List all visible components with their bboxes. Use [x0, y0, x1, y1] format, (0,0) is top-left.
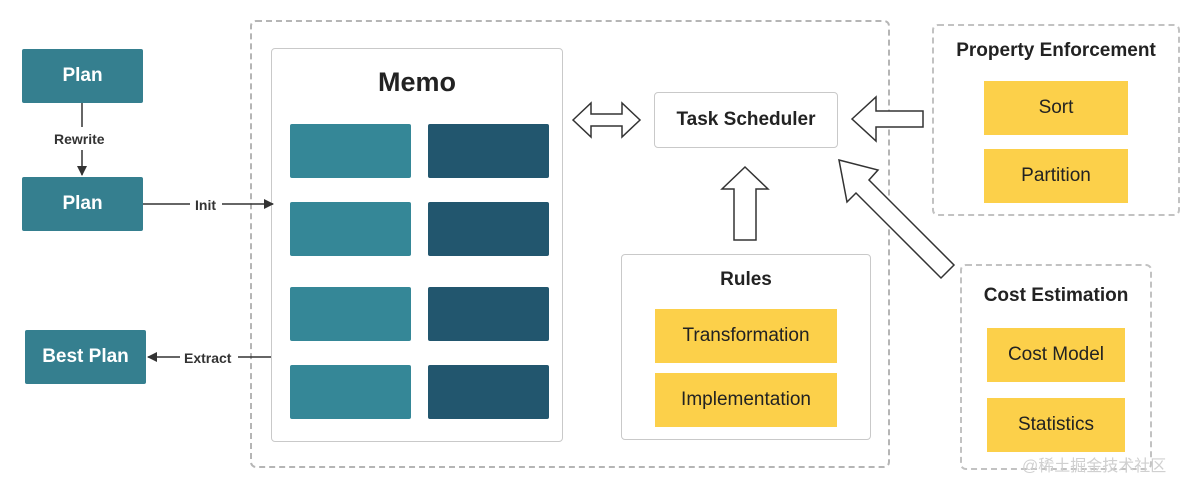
property-enforcement-title: Property Enforcement: [956, 40, 1156, 61]
plan-box-top: Plan: [22, 49, 143, 103]
implementation-label: Implementation: [681, 389, 811, 410]
implementation-box: Implementation: [655, 373, 837, 427]
memo-group-cell: [428, 202, 549, 256]
property-to-scheduler-arrow: [850, 95, 924, 143]
rewrite-label: Rewrite: [52, 131, 107, 147]
memo-group-cell: [428, 365, 549, 419]
optimizer-container: [250, 20, 890, 468]
rules-to-scheduler-arrow: [720, 165, 770, 241]
partition-label: Partition: [1021, 165, 1091, 186]
statistics-label: Statistics: [1017, 414, 1095, 435]
partition-box: Partition: [984, 149, 1128, 203]
statistics-box: Statistics: [987, 398, 1125, 452]
transformation-label: Transformation: [682, 325, 810, 346]
best-plan-label: Best Plan: [42, 346, 129, 367]
memo-group-cell: [290, 202, 411, 256]
sort-box: Sort: [984, 81, 1128, 135]
cost-estimation-title: Cost Estimation: [983, 285, 1129, 306]
memo-group-cell: [428, 287, 549, 341]
memo-scheduler-double-arrow: [571, 101, 642, 139]
memo-group-cell: [428, 124, 549, 178]
memo-group-cell: [290, 124, 411, 178]
best-plan-box: Best Plan: [25, 330, 146, 384]
cost-model-box: Cost Model: [987, 328, 1125, 382]
init-label: Init: [193, 197, 218, 213]
extract-label: Extract: [182, 350, 234, 366]
plan-mid-label: Plan: [62, 193, 103, 214]
task-scheduler-box: Task Scheduler: [654, 92, 838, 148]
plan-top-label: Plan: [62, 65, 103, 86]
rules-title: Rules: [720, 269, 772, 290]
plan-box-middle: Plan: [22, 177, 143, 231]
cost-model-label: Cost Model: [1007, 344, 1105, 365]
memo-group-cell: [290, 287, 411, 341]
cost-to-scheduler-arrow: [838, 158, 956, 280]
watermark-text: @稀土掘金技术社区: [1022, 458, 1167, 475]
memo-title: Memo: [377, 67, 456, 97]
sort-label: Sort: [1038, 97, 1074, 118]
task-scheduler-label: Task Scheduler: [676, 109, 816, 130]
transformation-box: Transformation: [655, 309, 837, 363]
memo-group-cell: [290, 365, 411, 419]
